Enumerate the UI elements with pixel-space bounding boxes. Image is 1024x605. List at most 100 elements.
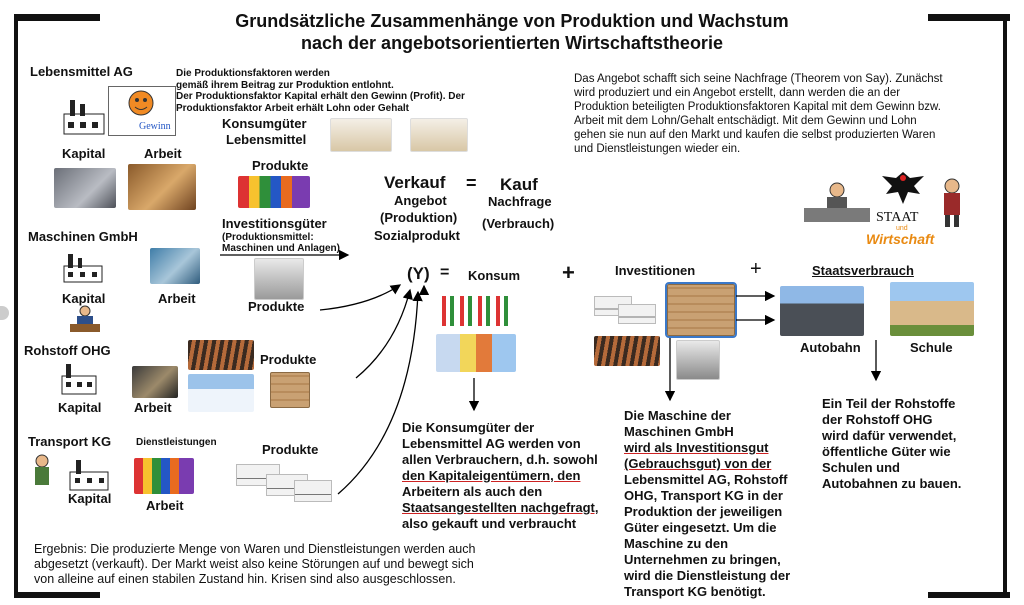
maschine-line-11: wird die Dienstleistung der [624, 568, 791, 583]
frame-left [14, 14, 18, 596]
staat-line-1: STAAT [876, 210, 919, 225]
maschine-line-5: Lebensmittel AG, Rohstoff [624, 472, 788, 487]
angebot-label: Angebot [394, 193, 447, 208]
verbrauch-label: (Verbrauch) [482, 216, 555, 231]
title-line-1: Grundsätzliche Zusammenhänge von Produkt… [235, 11, 789, 31]
equation-equals: = [466, 173, 477, 193]
sozialprodukt-label: Sozialprodukt [374, 228, 460, 243]
factory-icon [62, 252, 106, 284]
side-handle-icon[interactable] [0, 306, 9, 320]
plus-sign-2: + [750, 258, 762, 280]
rohstoff-line-6: Autobahnen zu bauen. [822, 476, 962, 491]
groceries-photo [238, 176, 310, 208]
ergebnis-text: Ergebnis: Die produzierte Menge von Ware… [34, 542, 475, 587]
pallet-photo [270, 372, 310, 408]
ergebnis-line-2: abgesetzt (verkauft). Der Markt weist al… [34, 557, 474, 571]
lebensmittel-produkte-label: Produkte [252, 158, 309, 173]
maschine-line-1: Die Maschine der [624, 408, 731, 423]
investitionen-label: Investitionen [615, 263, 696, 278]
maschine-line-8: Güter eingesetzt. Um die [624, 520, 777, 535]
shopping-carts-photo [436, 296, 512, 326]
supermarket-photo [436, 334, 516, 372]
say-text: Das Angebot schafft sich seine Nachfrage… [574, 72, 943, 156]
konsumgueter-label-2: Lebensmittel [226, 132, 307, 147]
investment-pallet-photo [665, 282, 737, 338]
gewinn-label: Gewinn [139, 121, 171, 132]
company-lebensmittel: Lebensmittel AG [30, 64, 133, 79]
rohstoff-line-2: der Rohstoff OHG [822, 412, 933, 427]
staatsverbrauch-label: Staatsverbrauch [812, 263, 914, 278]
say-line-3: Produktion beteiligten Produktionsfaktor… [574, 101, 941, 113]
say-line-1: Das Angebot schafft sich seine Nachfrage… [574, 73, 943, 85]
official-at-desk-icon [802, 180, 872, 226]
konsum-line-7: also gekauft und verbraucht [402, 516, 577, 531]
arrow-maschinen-to-y [319, 284, 402, 311]
y-equals: = [440, 264, 450, 281]
konsum-line-5: Arbeitern als auch den [402, 484, 543, 499]
arrow-rohstoff-to-y [355, 288, 413, 379]
rohstoff-kapital-label: Kapital [58, 400, 102, 415]
staat-line-2: Wirtschaft [866, 231, 935, 247]
konsum-explanation: Die Konsumgüter der Lebensmittel AG werd… [402, 420, 599, 532]
snow-town-photo [188, 374, 254, 412]
say-line-4: Arbeit mit dem Lohn/Gehalt entschädigt. … [574, 115, 917, 127]
investment-pipes-photo [594, 336, 660, 366]
frame-right [1003, 14, 1007, 596]
maschine-line-6: OHG, Transport KG in der [624, 488, 783, 503]
say-line-5: gehen sie nun auf den Markt und kaufen d… [574, 129, 936, 141]
rohstoff-line-4: öffentliche Güter wie [822, 444, 951, 459]
maschine-line-9: Maschine zu den [624, 536, 729, 551]
eagle-icon [880, 168, 926, 208]
maschine-line-3: wird als Investitionsgut [624, 440, 769, 455]
factory-icon [68, 458, 112, 492]
y-label: (Y) [407, 264, 430, 283]
maschine-line-7: Produktion der jeweiligen [624, 504, 783, 519]
truck-icon [236, 460, 332, 502]
company-rohstoff: Rohstoff OHG [24, 343, 111, 358]
factory-hall-photo [54, 168, 116, 208]
maschine-line-10: Unternehmen zu bringen, [624, 552, 781, 567]
frame-bottom-right [928, 592, 1010, 598]
intro-line-4: Produktionsfaktor Arbeit erhält Lohn ode… [176, 102, 409, 114]
steel-pipes-photo [188, 340, 254, 370]
shouting-man-icon [938, 178, 966, 228]
frame-top-left [14, 14, 100, 21]
say-line-6: und Dienstleistungen wieder ein. [574, 143, 741, 155]
maschinen-arbeit-label: Arbeit [158, 291, 196, 306]
kauf-label: Kauf [500, 175, 538, 194]
investment-machine-photo [676, 340, 720, 380]
frame-top-right [928, 14, 1010, 21]
rohstoff-line-3: wird dafür verwendet, [822, 428, 957, 443]
rohstoff-produkte-label: Produkte [260, 352, 317, 367]
konsum-line-3: allen Verbrauchern, d.h. sowohl [402, 452, 598, 467]
school-photo [890, 282, 974, 336]
schule-label: Schule [910, 340, 953, 355]
intro-text: Die Produktionsfaktoren werden gemäß ihr… [176, 68, 465, 114]
machine-worker-photo [150, 248, 200, 284]
konsum-line-6: Staatsangestellten nachgefragt, [402, 500, 599, 515]
investitionsgueter-label: Investitionsgüter [222, 216, 327, 231]
rohstoff-line-5: Schulen und [822, 460, 900, 475]
autobahn-photo [780, 286, 864, 336]
factory-icon [62, 96, 108, 136]
intro-line-3: Der Produktionsfaktor Kapital erhält den… [176, 91, 465, 102]
autobahn-label: Autobahn [800, 340, 861, 355]
mining-worker-photo [132, 366, 178, 398]
maschine-line-12: Transport KG benötigt. [624, 584, 766, 599]
prodmittel-line-1: (Produktionsmittel: [222, 232, 314, 243]
konsum-blocks-photo-2 [410, 118, 468, 152]
maschine-line-2: Maschinen GmbH [624, 424, 734, 439]
produktion-label: (Produktion) [380, 210, 458, 225]
transport-produkte-label: Produkte [262, 442, 319, 457]
rohstoff-line-1: Ein Teil der Rohstoffe [822, 396, 956, 411]
konsum-blocks-photo-1 [330, 118, 392, 152]
frame-bottom-left [14, 592, 100, 598]
prodmittel-line-2: Maschinen und Anlagen) [222, 243, 340, 254]
truck-icon [594, 292, 666, 328]
gewinn-icon: Gewinn [108, 86, 176, 136]
konsum-label: Konsum [468, 268, 520, 283]
verkauf-label: Verkauf [384, 173, 446, 192]
title-line-2: nach der angebotsorientierten Wirtschaft… [301, 33, 723, 53]
machine-photo [254, 258, 304, 300]
bakery-worker-photo [128, 164, 196, 210]
